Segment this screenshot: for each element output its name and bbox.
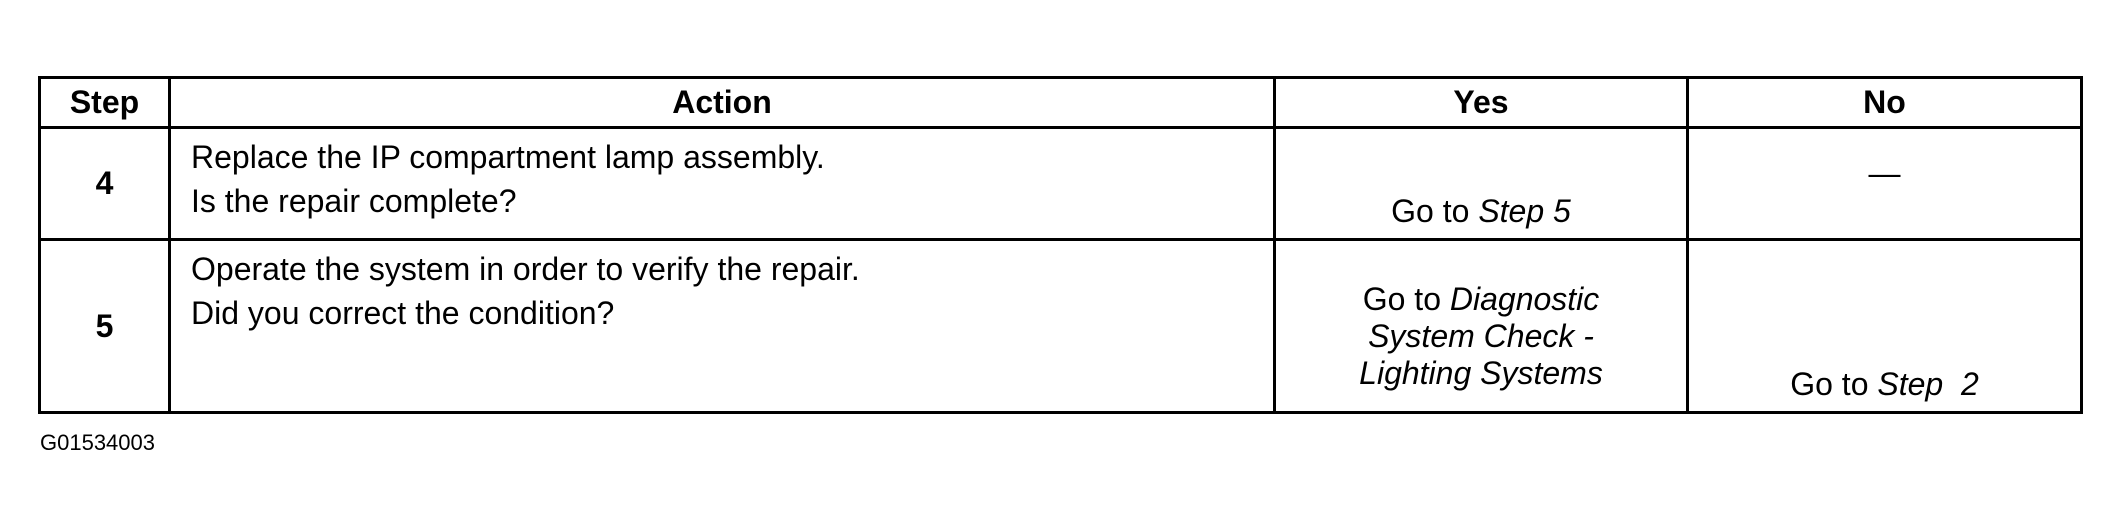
action-instruction: Operate the system in order to verify th…: [191, 251, 860, 287]
header-step: Step: [38, 76, 171, 129]
yes-cell: Go to Diagnostic System Check - Lighting…: [1273, 238, 1689, 414]
step-reference-link[interactable]: Step 2: [1877, 366, 1979, 402]
go-to-prefix: Go to: [1362, 281, 1450, 317]
no-cell: —: [1686, 126, 2083, 241]
go-to-prefix: Go to: [1790, 366, 1878, 402]
table-row: 4 Replace the IP compartment lamp assemb…: [38, 126, 2083, 241]
step-number: 4: [38, 126, 171, 241]
action-cell: Operate the system in order to verify th…: [168, 238, 1276, 414]
yes-go-to: Go to Diagnostic System Check - Lighting…: [1276, 281, 1686, 392]
action-question: Is the repair complete?: [191, 183, 517, 219]
action-cell: Replace the IP compartment lamp assembly…: [168, 126, 1276, 241]
diagnostic-reference-link-line3[interactable]: Lighting Systems: [1359, 355, 1603, 391]
figure-id: G01534003: [40, 430, 155, 455]
header-no: No: [1686, 76, 2083, 129]
yes-cell: Go to Step 5: [1273, 126, 1689, 241]
no-value-dash: —: [1868, 155, 1901, 191]
diagnostic-reference-link-line2[interactable]: System Check -: [1368, 318, 1594, 354]
no-go-to: Go to Step 2: [1689, 366, 2080, 403]
header-action: Action: [168, 76, 1276, 129]
step-reference-link[interactable]: Step 5: [1478, 193, 1571, 229]
diagnostic-reference-link[interactable]: Diagnostic: [1449, 281, 1600, 317]
go-to-prefix: Go to: [1391, 193, 1479, 229]
table-row: 5 Operate the system in order to verify …: [38, 238, 2083, 414]
table-header-row: Step Action Yes No: [38, 76, 2083, 129]
diagnostic-table: Step Action Yes No 4 Replace the IP comp…: [38, 76, 2083, 414]
action-instruction: Replace the IP compartment lamp assembly…: [191, 139, 825, 175]
action-question: Did you correct the condition?: [191, 295, 615, 331]
yes-go-to: Go to Step 5: [1276, 193, 1686, 230]
no-cell: Go to Step 2: [1686, 238, 2083, 414]
header-yes: Yes: [1273, 76, 1689, 129]
step-number: 5: [38, 238, 171, 414]
